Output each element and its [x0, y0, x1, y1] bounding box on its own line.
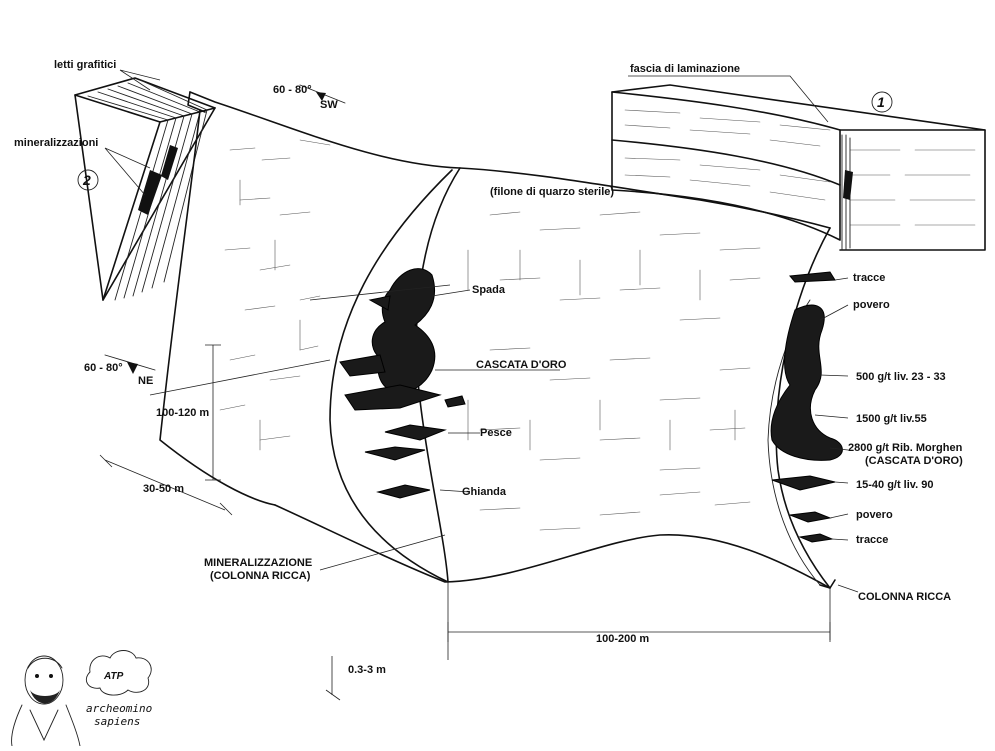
graphite-beds: [74, 77, 216, 301]
label-pesce: Pesce: [480, 427, 512, 439]
circle-1-marker: [871, 91, 893, 113]
label-spada: Spada: [472, 284, 506, 296]
grade-500: 500 g/t liv. 23 - 33: [856, 371, 946, 383]
ore-column-right: [767, 271, 843, 589]
leader-lines: [104, 69, 859, 593]
label-length: 30-50 m: [143, 483, 184, 495]
label-letti-grafitici: letti grafitici: [54, 59, 116, 71]
label-height: 100-120 m: [156, 407, 209, 419]
label-dip-ne-value: 60 - 80°: [84, 362, 123, 374]
grade-cascata: (CASCATA D'ORO): [865, 455, 963, 467]
portrait-sketch: [11, 655, 81, 747]
dip-symbol-sw: [299, 84, 346, 104]
label-thickness: 0.3-3 m: [348, 664, 386, 676]
logo-line1: archeomino: [86, 702, 152, 715]
logo-line2: sapiens: [94, 715, 140, 728]
label-dip-ne-dir: NE: [138, 375, 153, 387]
label-colonna-ricca: COLONNA RICCA: [858, 591, 951, 603]
quartz-vein-body: [159, 91, 831, 589]
label-dip-sw-dir: SW: [320, 99, 338, 111]
atp-cloud-logo: ATP: [86, 650, 152, 696]
label-width: 100-200 m: [596, 633, 649, 645]
label-ghianda: Ghianda: [462, 486, 507, 498]
label-mineralizzazione: MINERALIZZAZIONE: [204, 557, 312, 569]
label-filone: (filone di quarzo sterile): [490, 186, 614, 198]
grade-tracce-bottom: tracce: [856, 534, 888, 546]
grade-1500: 1500 g/t liv.55: [856, 413, 927, 425]
label-cascata: CASCATA D'ORO: [476, 359, 567, 371]
dip-symbol-ne: [104, 354, 156, 374]
author-logo: ATP archeomino sapiens: [11, 650, 152, 747]
circle-2-marker: [77, 169, 99, 191]
grade-povero-top: povero: [853, 299, 890, 311]
grade-2800: 2800 g/t Rib. Morghen: [848, 442, 963, 454]
label-dip-sw-value: 60 - 80°: [273, 84, 312, 96]
grade-povero-bottom: povero: [856, 509, 893, 521]
label-mineralizzazioni: mineralizzazioni: [14, 137, 98, 149]
label-colonna-ricca-paren: (COLONNA RICCA): [210, 570, 311, 582]
label-fascia: fascia di laminazione: [630, 63, 740, 75]
ore-bodies-left: [339, 268, 466, 499]
grade-labels: tracce povero 500 g/t liv. 23 - 33 1500 …: [848, 272, 963, 546]
laminated-block: [611, 84, 986, 251]
label-circle-1: 1: [877, 94, 885, 110]
grade-15-40: 15-40 g/t liv. 90: [856, 479, 933, 491]
grade-tracce-top: tracce: [853, 272, 885, 284]
svg-text:ATP: ATP: [103, 671, 124, 682]
dimension-lines: [99, 284, 831, 701]
label-circle-2: 2: [82, 172, 91, 188]
